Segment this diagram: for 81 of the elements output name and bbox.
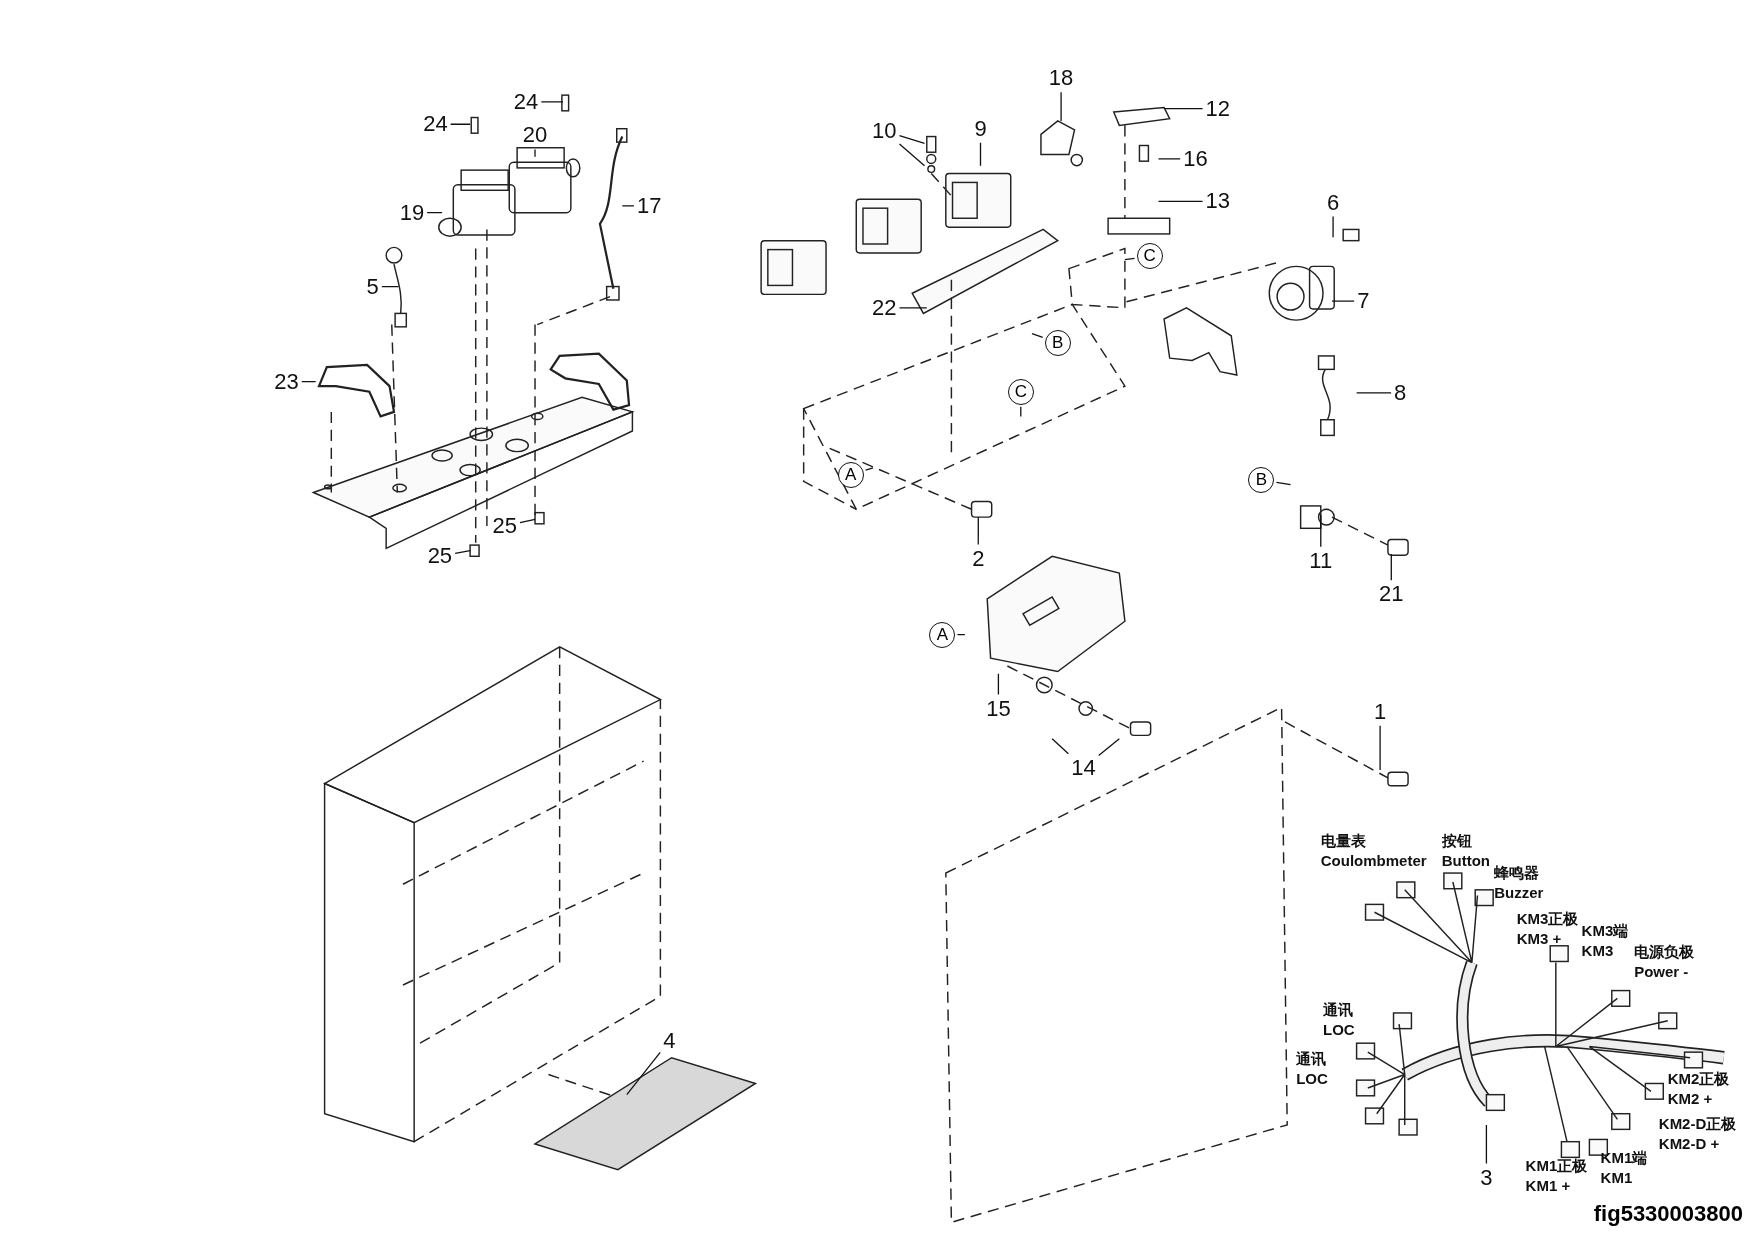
callout-number: 24 [422,112,449,137]
leader-line [1124,257,1136,261]
leader-line [1020,406,1022,418]
callout-number: 21 [1378,582,1405,607]
leader-line [1157,158,1181,160]
leader-line [1051,738,1070,755]
leader-line [426,212,443,214]
reference-letter: B [1044,329,1071,356]
leader-line [1355,392,1392,394]
connector-label: 通讯 LOC [1323,999,1356,1040]
callout-number: 15 [985,696,1012,721]
leader-line [626,1051,661,1096]
connector-label: 通讯 LOC [1296,1048,1329,1089]
leader-line [454,550,471,555]
leader-line [1031,332,1044,338]
callout-number: 25 [491,514,519,539]
callout-number: 18 [1047,66,1075,91]
leader-line [450,123,471,125]
leader-line [621,205,635,207]
callout-number: 13 [1204,189,1232,214]
callout-number: 7 [1356,289,1371,314]
connector-label: 电源负极 Power - [1634,942,1696,983]
callout-number: 4 [662,1028,677,1053]
leader-line [1060,91,1062,122]
callout-number: 8 [1393,380,1408,405]
leader-line [1332,215,1334,238]
leader-line [979,142,982,167]
callout-number: 25 [426,544,454,569]
connector-label: KM3端 KM3 [1581,921,1630,962]
leader-line [1320,514,1322,548]
leader-line [1331,300,1355,302]
callout-number: 1 [1372,699,1388,724]
leader-line [1157,200,1204,203]
connector-label: KM2正极 KM2 + [1667,1068,1731,1109]
callout-number: 3 [1479,1165,1494,1190]
connector-label: KM2-D正极 KM2-D + [1658,1113,1738,1154]
leader-line [898,134,926,144]
leader-line [1275,481,1292,486]
connector-label: KM1端 KM1 [1600,1148,1649,1189]
connector-label: 蜂鸣器 Buzzer [1494,862,1545,903]
callout-number: 9 [973,116,988,141]
connector-label: KM1正极 KM1 + [1525,1156,1589,1197]
callout-number: 24 [512,89,540,114]
reference-letter: B [1248,467,1275,494]
leader-line [997,673,1000,696]
leader-line [898,143,926,167]
leader-line [519,518,536,524]
callout-number: 12 [1204,96,1232,121]
reference-letter: C [1136,243,1163,270]
callout-number: 2 [971,546,986,571]
leader-line [1485,1124,1488,1165]
callout-number: 14 [1070,755,1097,780]
callout-number: 17 [635,193,663,218]
connector-label: 电量表 Coulombmeter [1320,830,1428,871]
leader-line [1163,107,1204,110]
callout-number: 11 [1308,548,1334,573]
connector-label: KM3正极 KM3 + [1516,908,1580,949]
leader-line [381,285,400,288]
callout-number: 20 [521,123,549,148]
callout-number: 5 [365,274,380,299]
reference-letter: C [1007,378,1034,405]
callout-number: 23 [273,369,300,394]
callout-number: 19 [398,200,426,225]
callout-number: 16 [1182,146,1209,171]
leader-line [956,634,966,636]
leader-line [977,516,979,546]
leader-line [865,467,874,471]
callout-number: 6 [1325,190,1341,215]
leader-line [540,101,564,103]
leader-line [301,381,317,383]
leader-line [1098,738,1120,757]
callout-number: 22 [871,295,898,320]
reference-letter: A [837,461,864,488]
leader-line [1379,725,1381,771]
leader-line [1390,553,1392,581]
leader-line [534,148,536,158]
connector-label: 按钮 Button [1441,830,1491,871]
callout-number: 10 [871,118,898,143]
leader-line [898,307,928,309]
figure-number: fig5330003800 [1593,1201,1743,1227]
reference-letter: A [929,621,956,648]
